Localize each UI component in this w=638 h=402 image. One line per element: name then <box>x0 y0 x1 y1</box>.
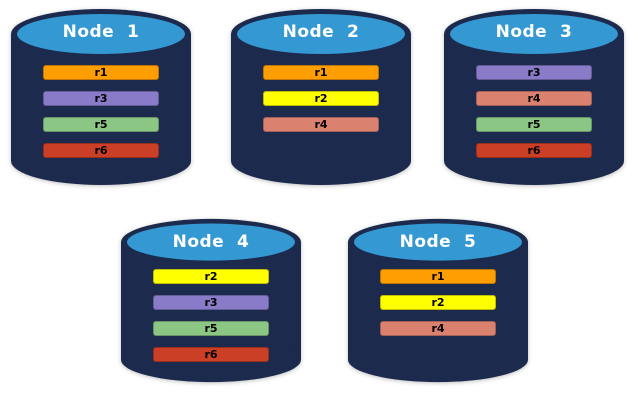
replica-list: r2 r3 r5 r6 <box>121 269 301 362</box>
cylinder-top-ellipse <box>17 14 185 54</box>
replica-bar: r2 <box>380 295 496 310</box>
replica-list: r1 r2 r4 <box>231 65 411 132</box>
node-title: Node 3 <box>495 22 573 42</box>
replica-bar: r5 <box>43 117 159 132</box>
replica-bar: r1 <box>263 65 379 80</box>
db-node-4: Node 4 r2 r3 r5 r6 <box>121 218 301 383</box>
replica-bar: r4 <box>380 321 496 336</box>
replica-bar: r3 <box>153 295 269 310</box>
replica-bar: r6 <box>476 143 592 158</box>
node-title: Node 2 <box>282 22 360 42</box>
replica-bar: r2 <box>153 269 269 284</box>
replica-bar: r2 <box>263 91 379 106</box>
replica-list: r1 r3 r5 r6 <box>11 65 191 158</box>
cylinder-top-ellipse <box>450 14 618 54</box>
db-node-1: Node 1 r1 r3 r5 r6 <box>11 8 191 186</box>
replica-bar: r3 <box>43 91 159 106</box>
cylinder-bottom <box>348 337 528 383</box>
db-node-2: Node 2 r1 r2 r4 <box>231 8 411 186</box>
cylinder-top-ellipse <box>354 223 522 261</box>
replica-bar: r1 <box>43 65 159 80</box>
replica-bar: r3 <box>476 65 592 80</box>
replica-bar: r4 <box>476 91 592 106</box>
replica-list: r1 r2 r4 <box>348 269 528 336</box>
replica-bar: r1 <box>380 269 496 284</box>
replica-bar: r5 <box>476 117 592 132</box>
replica-bar: r6 <box>153 347 269 362</box>
db-node-3: Node 3 r3 r4 r5 r6 <box>444 8 624 186</box>
cylinder-bottom <box>231 137 411 185</box>
replica-list: r3 r4 r5 r6 <box>444 65 624 158</box>
database-cylinder-shape <box>348 218 528 383</box>
replica-bar: r4 <box>263 117 379 132</box>
node-title: Node 5 <box>399 232 477 252</box>
cylinder-top-ellipse <box>237 14 405 54</box>
node-title: Node 1 <box>62 22 140 42</box>
replica-bar: r6 <box>43 143 159 158</box>
node-title: Node 4 <box>172 232 250 252</box>
cylinder-top-ellipse <box>127 223 295 261</box>
db-node-5: Node 5 r1 r2 r4 <box>348 218 528 383</box>
replica-bar: r5 <box>153 321 269 336</box>
